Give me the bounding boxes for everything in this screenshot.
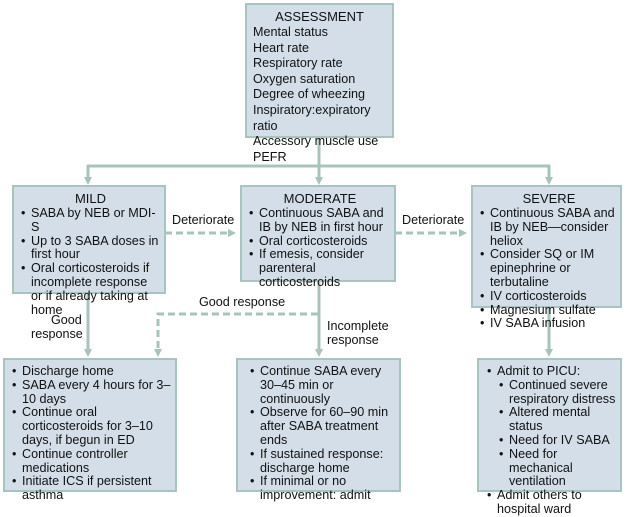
- mild-box: MILD SABA by NEB or MDI-S Up to 3 SABA d…: [12, 185, 166, 317]
- deteriorate-label-mild-moderate: Deteriorate: [172, 213, 235, 227]
- discharge-item: Continue oral corticosteroids for 3–10 d…: [12, 405, 173, 447]
- continue-list: Continue SABA every 30–45 min or continu…: [250, 364, 397, 503]
- discharge-item: Initiate ICS if persistent asthma: [12, 475, 173, 503]
- admit-list: Admit to PICU: Continued severe respirat…: [487, 364, 618, 517]
- admit-item: Admit to PICU:: [487, 364, 618, 379]
- discharge-item: SABA every 4 hours for 3–10 days: [12, 378, 173, 407]
- mild-item: SABA by NEB or MDI-S: [21, 206, 160, 235]
- severe-item: IV corticosteroids: [480, 289, 618, 304]
- admit-sub-item: Need for IV SABA: [487, 433, 618, 448]
- moderate-item: Continuous SABA and IB by NEB in first h…: [249, 206, 391, 235]
- good-response-label-mild-1: Good: [51, 313, 82, 327]
- good-response-label-mild-2: response: [31, 327, 83, 341]
- dashed-good-response-moderate: [154, 312, 318, 357]
- admit-box: Admit to PICU: Continued severe respirat…: [477, 358, 622, 516]
- continue-item: If minimal or no improvement: admit: [250, 475, 397, 503]
- continue-item: Observe for 60–90 min after SABA treatme…: [250, 405, 397, 447]
- mild-item: Up to 3 SABA doses in first hour: [21, 234, 160, 263]
- continue-item: Continue SABA every 30–45 min or continu…: [250, 364, 397, 406]
- good-response-label-moderate: Good response: [199, 295, 286, 309]
- deteriorate-label-moderate-severe: Deteriorate: [402, 213, 465, 227]
- assessment-item: Degree of wheezing: [253, 87, 366, 102]
- moderate-item: If emesis, consider parenteral corticost…: [249, 247, 391, 289]
- severe-list: Continuous SABA and IB by NEB—consider h…: [480, 206, 618, 331]
- moderate-title: MODERATE: [283, 191, 357, 206]
- severe-box: SEVERE Continuous SABA and IB by NEB—con…: [471, 185, 622, 331]
- admit-sub-item: Need for mechanical ventilation: [487, 447, 618, 489]
- moderate-box: MODERATE Continuous SABA and IB by NEB i…: [240, 185, 396, 289]
- discharge-item: Discharge home: [12, 364, 173, 379]
- admit-item: Admit others to hospital ward: [487, 488, 618, 517]
- severe-item: Consider SQ or IM epinephrine or terbuta…: [480, 247, 618, 289]
- mild-item: Oral corticosteroids if incomplete respo…: [21, 261, 160, 317]
- incomplete-response-label-1: Incomplete: [327, 319, 389, 333]
- moderate-list: Continuous SABA and IB by NEB in first h…: [249, 206, 391, 290]
- continue-item: If sustained response: discharge home: [250, 447, 397, 476]
- assessment-item: Mental status: [253, 25, 328, 39]
- continue-box: Continue SABA every 30–45 min or continu…: [236, 358, 401, 502]
- assessment-item: Inspiratory:expiratory ratio: [253, 102, 371, 133]
- assessment-item: Accessory muscle use: [253, 134, 379, 149]
- admit-sub-item: Continued severe respiratory distress: [487, 378, 618, 407]
- discharge-list: Discharge home SABA every 4 hours for 3–…: [12, 364, 173, 503]
- discharge-box: Discharge home SABA every 4 hours for 3–…: [3, 358, 177, 502]
- severe-item: Magnesium sulfate: [480, 303, 618, 318]
- assessment-item: Respiratory rate: [253, 56, 343, 71]
- assessment-box: ASSESSMENT Mental status Heart rate Resp…: [245, 3, 394, 164]
- moderate-item: Oral corticosteroids: [249, 234, 391, 249]
- severe-item: IV SABA infusion: [480, 317, 618, 331]
- severe-title: SEVERE: [522, 191, 576, 206]
- assessment-item: PEFR: [253, 149, 287, 164]
- admit-sub-item: Altered mental status: [487, 406, 618, 434]
- assessment-item: Oxygen saturation: [253, 71, 356, 86]
- mild-title: MILD: [74, 191, 107, 206]
- incomplete-response-label-2: response: [327, 333, 379, 347]
- discharge-item: Continue controller medications: [12, 447, 173, 476]
- assessment-title: ASSESSMENT: [275, 9, 364, 24]
- assessment-item: Heart rate: [253, 40, 309, 55]
- severe-item: Continuous SABA and IB by NEB—consider h…: [480, 206, 618, 248]
- mild-list: SABA by NEB or MDI-S Up to 3 SABA doses …: [21, 206, 160, 317]
